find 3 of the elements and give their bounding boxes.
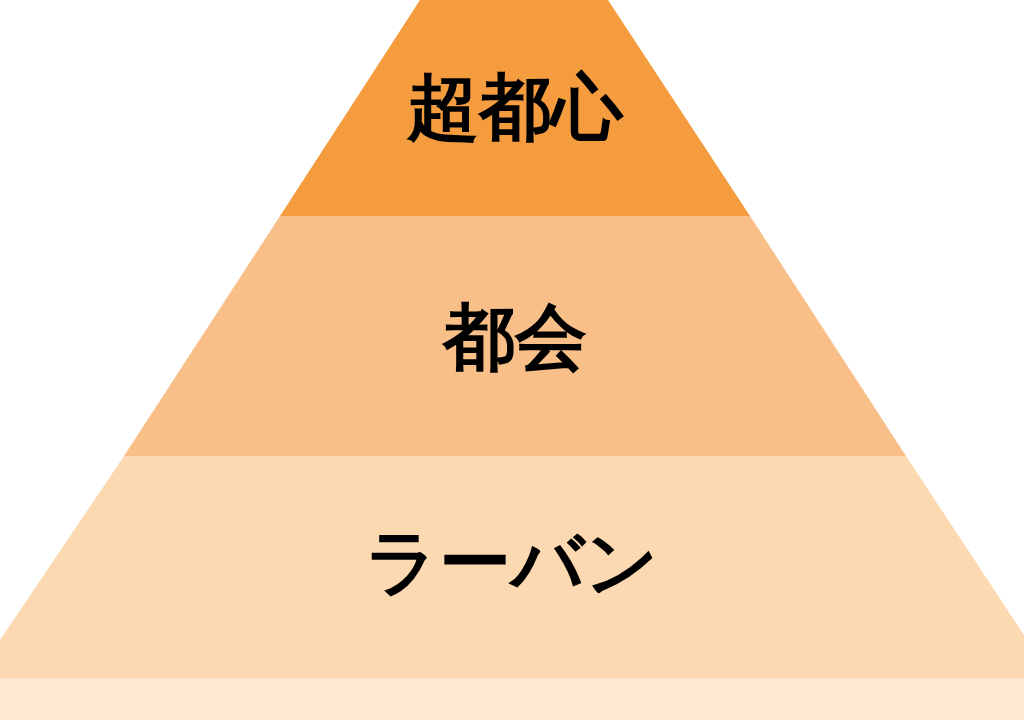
tier-label: 都会 <box>441 294 588 381</box>
tier-label: 超都心 <box>405 64 625 151</box>
tier-label: ラーバン <box>364 519 660 606</box>
